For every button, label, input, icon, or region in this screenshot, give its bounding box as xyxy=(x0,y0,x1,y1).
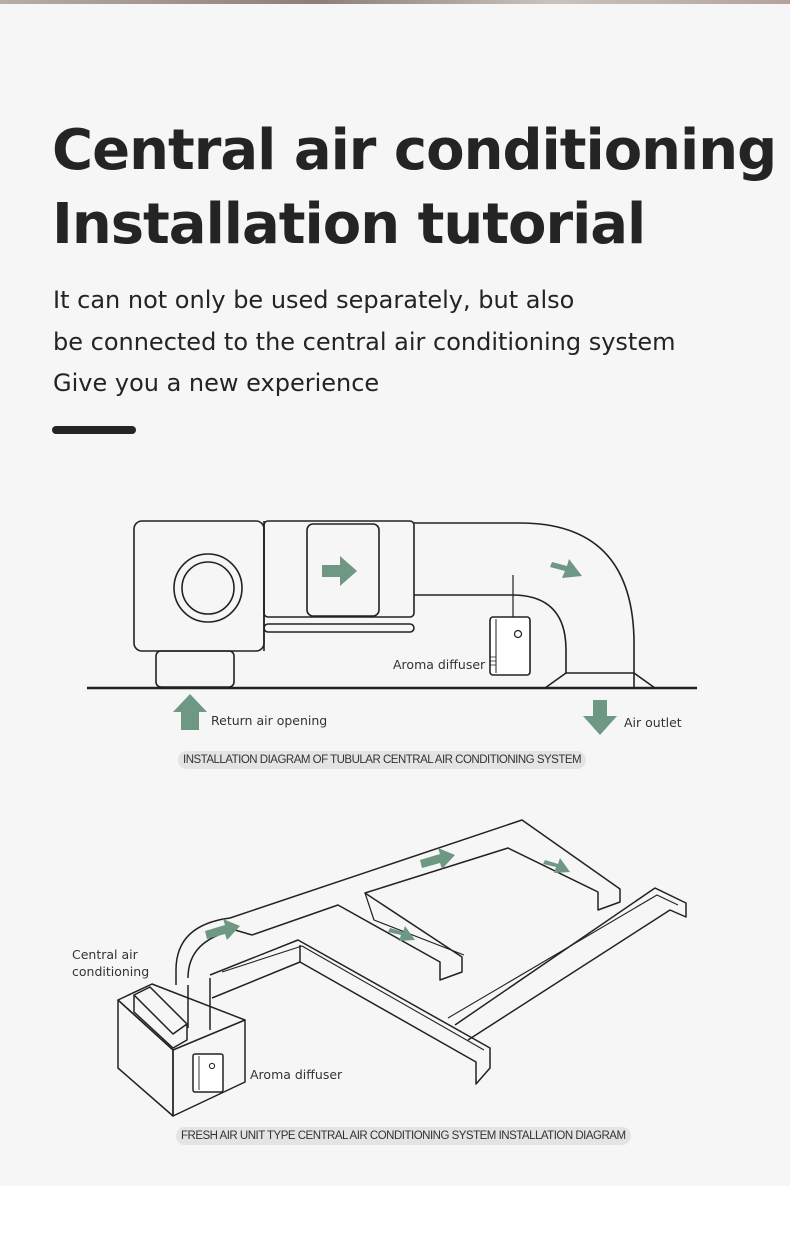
tubular-system-diagram xyxy=(87,520,697,735)
return-air-label: Return air opening xyxy=(211,713,328,728)
diagram1-caption: INSTALLATION DIAGRAM OF TUBULAR CENTRAL … xyxy=(178,751,587,769)
central-ac-box xyxy=(117,983,246,1117)
fresh-air-system-diagram xyxy=(117,819,687,1117)
arrow-down-right-icon xyxy=(550,559,582,578)
page-title: Central air conditioning Installation tu… xyxy=(52,114,777,262)
central-ac-label-line-2: conditioning xyxy=(72,964,150,979)
central-ac-label-line-1: Central air xyxy=(72,947,138,962)
ac-unit-box xyxy=(133,520,265,688)
aroma-diffuser-label: Aroma diffuser xyxy=(393,657,486,672)
aroma-diffuser-label-2: Aroma diffuser xyxy=(250,1067,343,1082)
airflow-arrows-2 xyxy=(205,848,570,941)
arrow-right-icon xyxy=(205,919,240,940)
title-line-1: Central air conditioning xyxy=(52,118,777,183)
arrow-right-icon xyxy=(420,848,455,869)
subtitle-line-1: It can not only be used separately, but … xyxy=(53,286,575,314)
arrow-down-icon xyxy=(583,700,617,735)
subtitle-line-2: be connected to the central air conditio… xyxy=(53,327,676,356)
title-line-2: Installation tutorial xyxy=(52,192,646,257)
airflow-arrows xyxy=(173,556,617,735)
air-outlet-label: Air outlet xyxy=(624,715,682,730)
arrow-down-right-icon xyxy=(543,858,570,873)
duct xyxy=(414,522,656,689)
aroma-diffuser-device-2 xyxy=(192,1053,224,1093)
fan-section xyxy=(263,520,415,633)
arrow-down-right-icon xyxy=(388,926,415,941)
top-photo-strip xyxy=(0,0,790,4)
aroma-diffuser-device xyxy=(489,575,531,676)
diagram2-caption: FRESH AIR UNIT TYPE CENTRAL AIR CONDITIO… xyxy=(176,1127,631,1145)
content-panel xyxy=(0,4,790,1186)
subtitle-line-3: Give you a new experience xyxy=(53,369,380,397)
subtitle: It can not only be used separately, but … xyxy=(53,280,773,405)
central-ac-label: Central air conditioning xyxy=(72,946,149,980)
title-divider xyxy=(52,426,136,434)
main-duct-network xyxy=(175,819,687,1085)
arrow-right-icon xyxy=(322,556,357,586)
arrow-up-icon xyxy=(173,694,207,730)
